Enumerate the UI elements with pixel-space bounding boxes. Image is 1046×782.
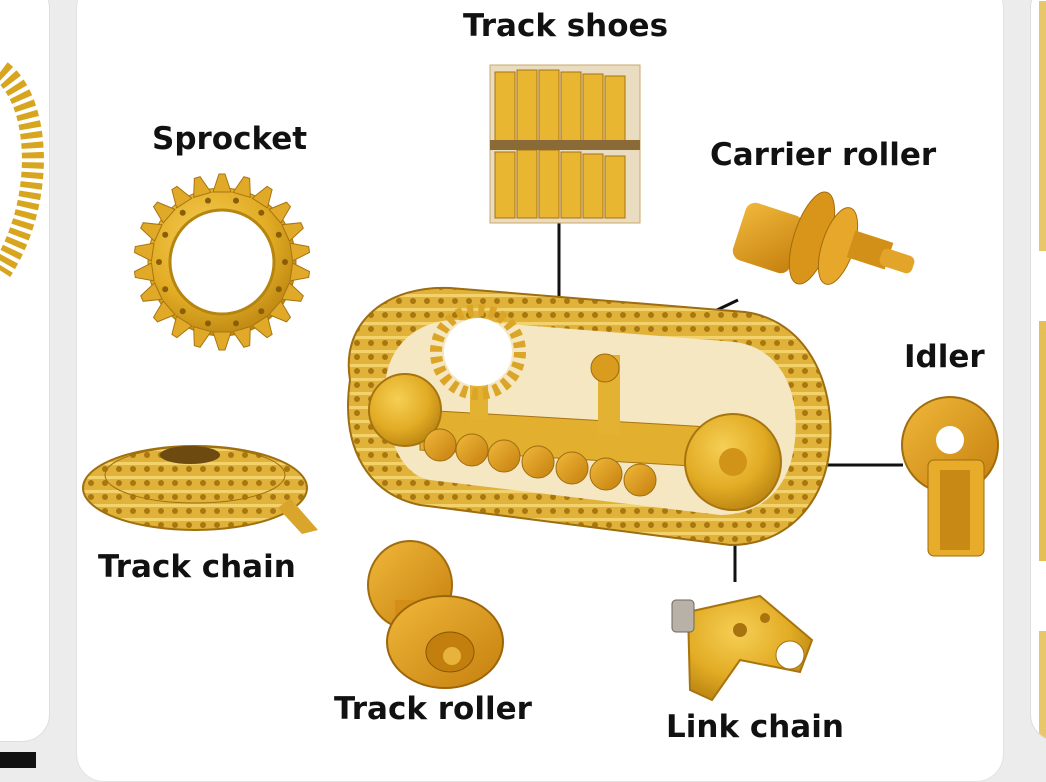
label-carrier-roller: Carrier roller xyxy=(710,137,937,173)
sprocket-tooth xyxy=(281,282,304,302)
right-neighbor-card[interactable] xyxy=(1030,0,1046,742)
sprocket-bolt-hole xyxy=(258,308,265,315)
left-neighbor-card[interactable] xyxy=(0,0,50,742)
label-link-chain: Link chain xyxy=(666,709,844,745)
left-card-chain-fragment xyxy=(0,62,44,277)
sprocket-tooth xyxy=(133,242,155,262)
sprocket-bolt-hole xyxy=(179,209,186,216)
corner-logo-fragment xyxy=(0,752,36,768)
sprocket-bolt-hole xyxy=(233,320,239,327)
sprocket-tooth xyxy=(193,325,212,348)
sprocket-tooth xyxy=(289,242,311,262)
sprocket-part xyxy=(133,173,311,351)
sprocket-tooth xyxy=(268,201,292,224)
link-chain-part xyxy=(671,594,814,702)
sprocket-bolt-hole xyxy=(205,320,211,327)
sprocket-tooth xyxy=(251,315,273,339)
sprocket-bolt-hole xyxy=(282,259,288,265)
sprocket-bolt-hole xyxy=(162,286,169,293)
track-shoes-photo xyxy=(489,64,641,224)
sprocket-bolt-hole xyxy=(275,231,282,238)
right-card-part-fragments xyxy=(1039,1,1046,741)
sprocket-bolt-hole xyxy=(275,286,282,293)
idler-part xyxy=(901,396,999,557)
sprocket-tooth xyxy=(152,201,176,224)
sprocket-tooth xyxy=(289,262,311,282)
label-track-roller: Track roller xyxy=(334,691,532,727)
track-chain-part xyxy=(82,445,318,534)
sprocket-tooth xyxy=(268,300,292,323)
sprocket-tooth xyxy=(140,282,163,302)
sprocket-tooth xyxy=(281,222,304,242)
sprocket-tooth xyxy=(171,315,193,339)
sprocket-tooth xyxy=(133,262,155,282)
sprocket-bolt-hole xyxy=(179,308,186,315)
label-idler: Idler xyxy=(904,339,985,375)
carrier-roller-part xyxy=(732,191,915,285)
sprocket-tooth xyxy=(171,185,193,209)
sprocket-tooth xyxy=(251,185,273,209)
sprocket-tooth xyxy=(232,176,251,199)
sprocket-tooth xyxy=(232,325,251,348)
sprocket-bolt-hole xyxy=(162,231,169,238)
sprocket-tooth xyxy=(193,176,212,199)
label-sprocket: Sprocket xyxy=(152,121,308,157)
sprocket-tooth xyxy=(140,222,163,242)
undercarriage-assembly xyxy=(347,286,832,547)
sprocket-tooth xyxy=(212,173,232,193)
sprocket-bolt-hole xyxy=(205,197,211,204)
label-track-chain: Track chain xyxy=(98,549,296,585)
sprocket-tooth xyxy=(212,331,232,351)
sprocket-bolt-hole xyxy=(156,259,162,265)
track-roller-part xyxy=(367,540,504,689)
sprocket-tooth xyxy=(152,300,176,323)
sprocket-bolt-hole xyxy=(233,197,239,204)
label-track-shoes: Track shoes xyxy=(463,8,669,44)
sprocket-bolt-hole xyxy=(258,209,265,216)
